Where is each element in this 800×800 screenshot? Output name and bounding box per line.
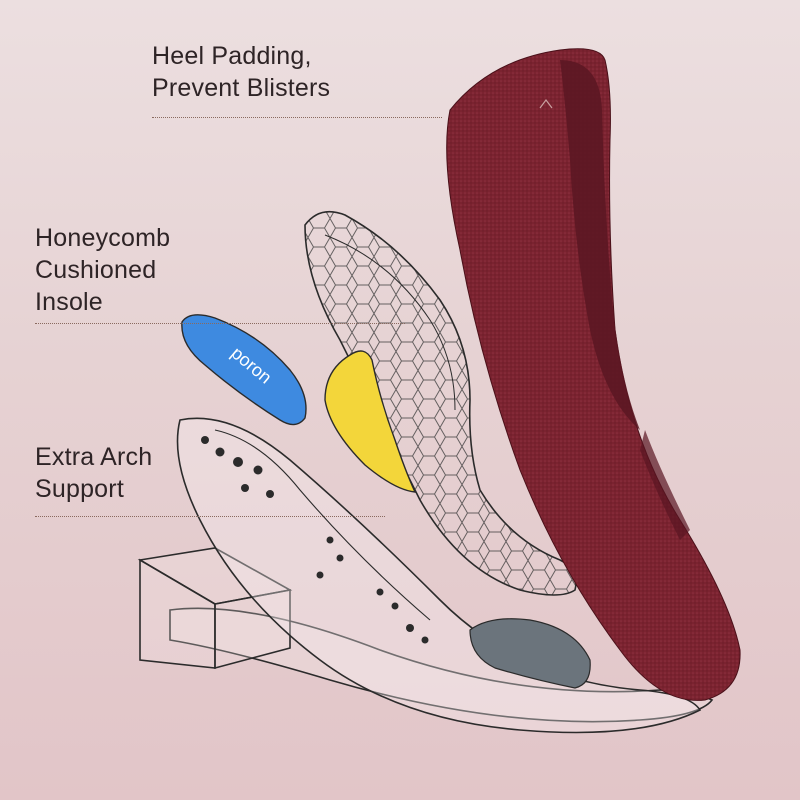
arch-support-callout: Extra Arch Support — [35, 441, 152, 505]
arch-callout-line1: Extra Arch — [35, 443, 153, 471]
blue-heel-pad: poron — [181, 314, 307, 426]
midsole-dots — [201, 436, 429, 644]
heel-callout-line1: Heel Padding, — [152, 42, 312, 70]
heel-callout-leader — [152, 117, 442, 118]
heel-callout-line2: Prevent Blisters — [152, 74, 331, 102]
insole-callout-line1: Honeycomb — [35, 224, 171, 252]
arch-callout-line2: Support — [35, 475, 124, 503]
insole-callout-leader — [35, 323, 405, 324]
outsole-outline — [169, 607, 714, 723]
brand-chevron-icon — [539, 99, 553, 109]
heel-padding-callout: Heel Padding, Prevent Blisters — [152, 40, 330, 104]
knit-pump-shoe — [446, 48, 741, 701]
midsole-shell — [176, 417, 702, 734]
insole-callout-line2: Cushioned — [35, 256, 157, 284]
heel-block — [137, 547, 293, 670]
arch-callout-leader — [35, 516, 385, 517]
yellow-arch-pad — [324, 350, 417, 493]
insole-callout-line3: Insole — [35, 288, 103, 316]
grey-forefoot-pad — [469, 618, 591, 689]
honeycomb-insole-callout: Honeycomb Cushioned Insole — [35, 222, 170, 318]
